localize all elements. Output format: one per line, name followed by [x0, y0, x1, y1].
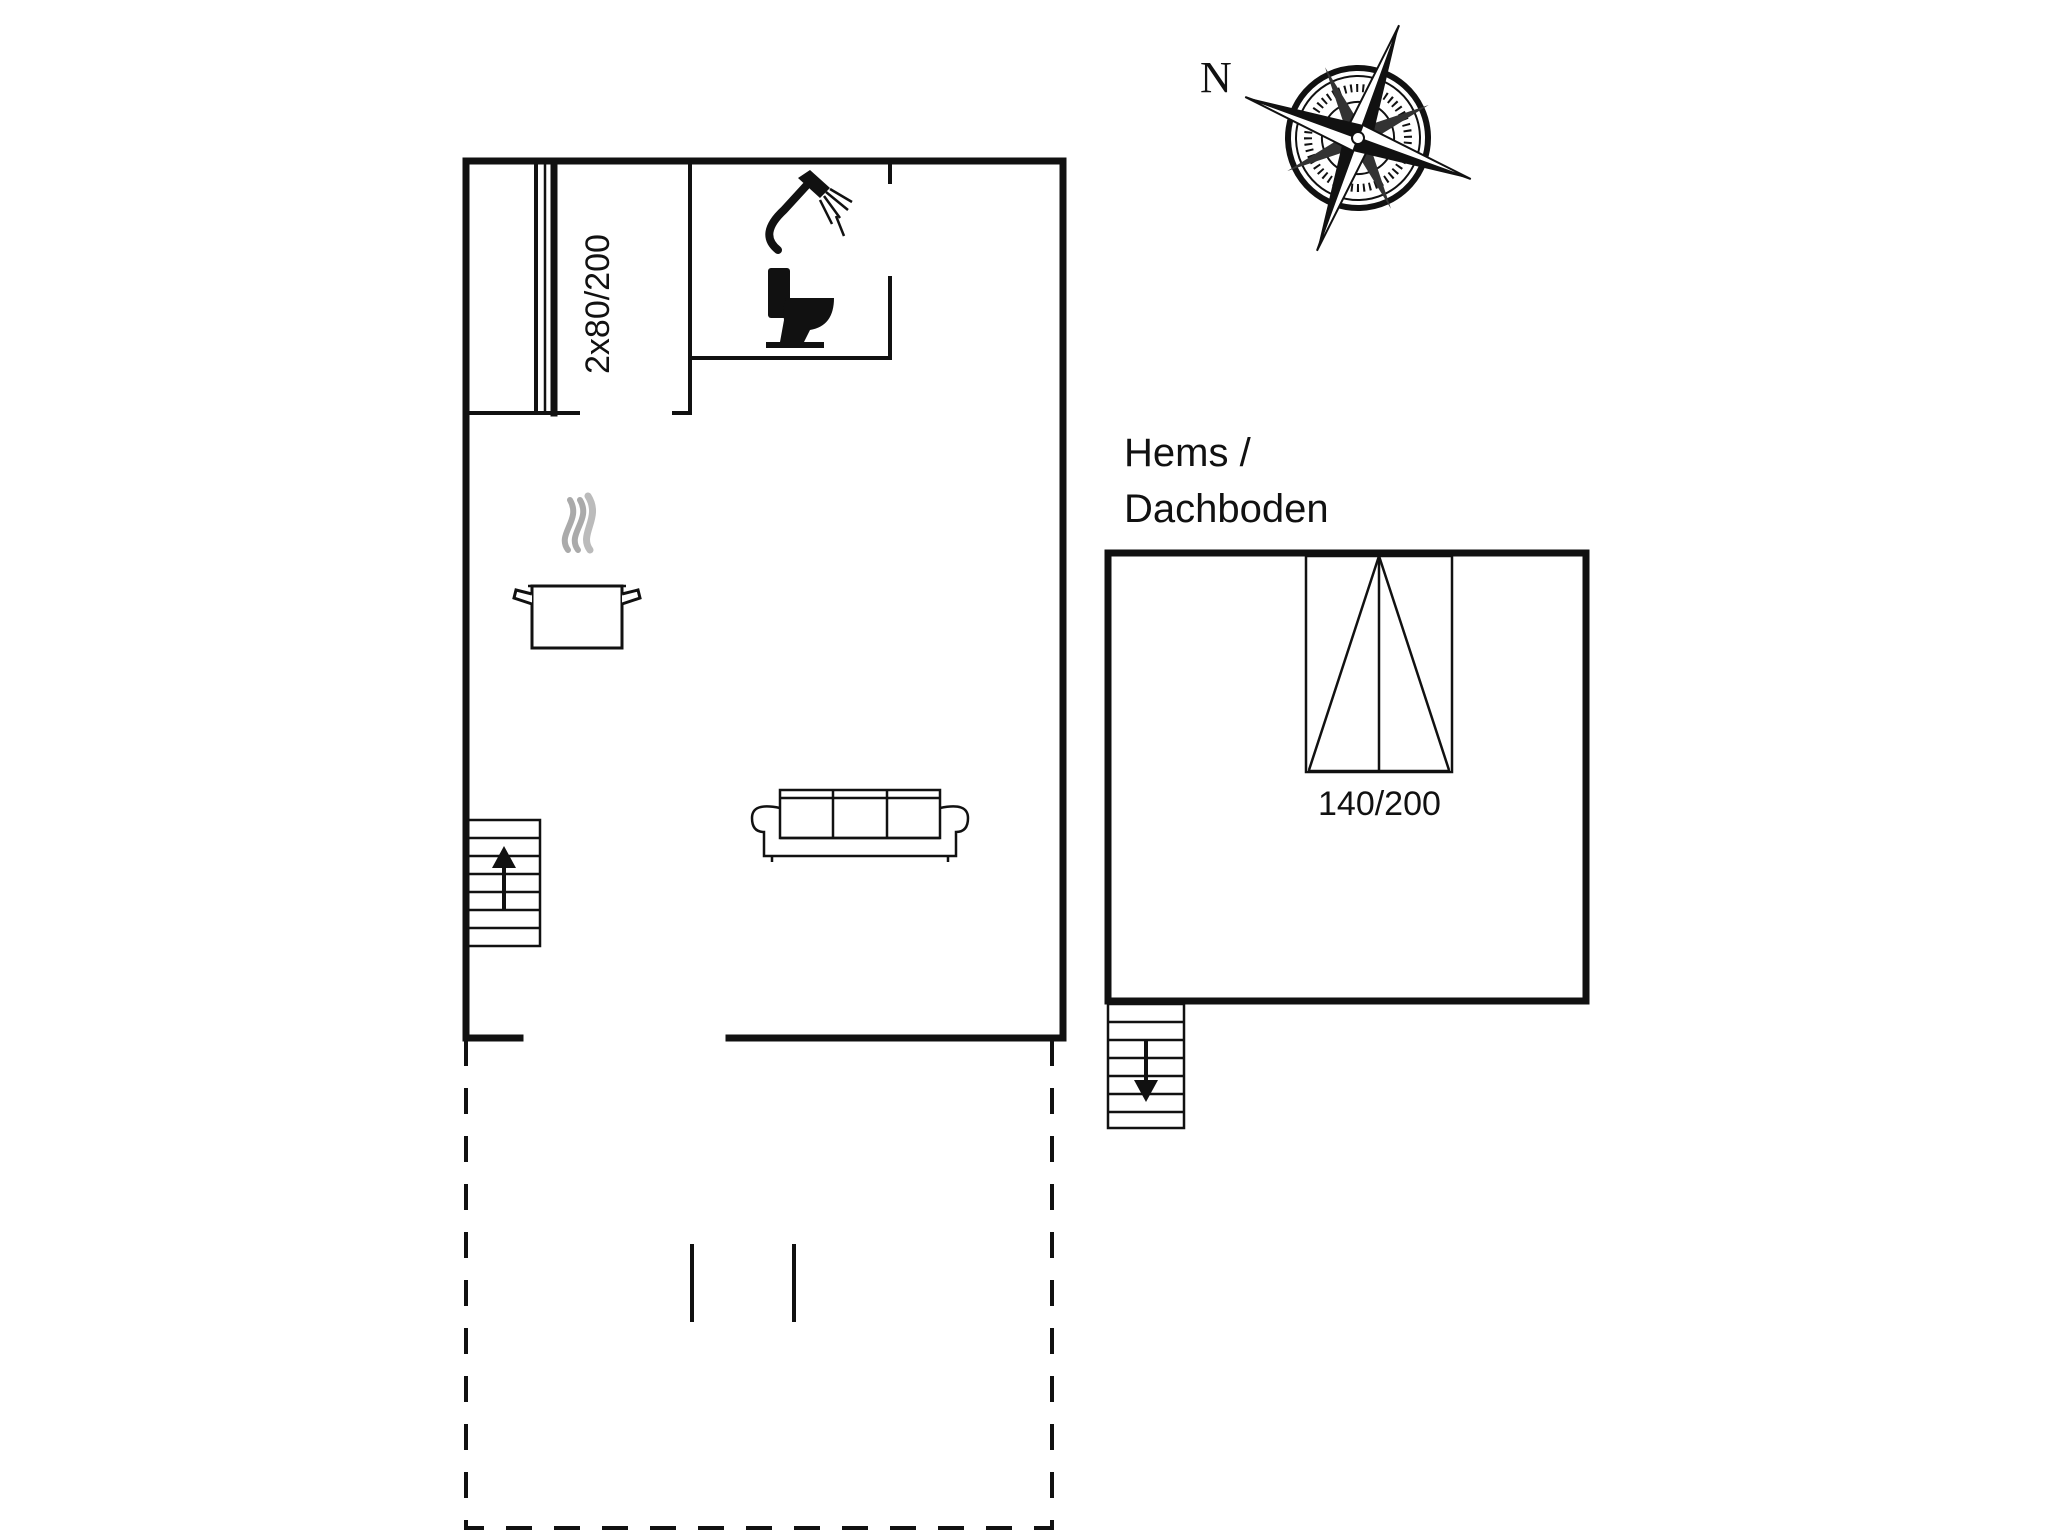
compass-rose-icon [1244, 24, 1472, 252]
ground-floor: 2x80/200 [462, 157, 1067, 1042]
sofa-icon [750, 788, 970, 862]
ground-bed-label: 2x80/200 [579, 234, 617, 374]
loft-bed-label: 140/200 [1318, 785, 1441, 823]
loft: Hems / Dachboden 140/200 [1104, 431, 1590, 1130]
stairs-up-icon [466, 818, 542, 948]
bathroom [690, 163, 892, 360]
outer-wall [462, 157, 1067, 1042]
north-label: N [1200, 53, 1232, 102]
shower-icon [765, 170, 853, 254]
compass: N [1200, 24, 1472, 252]
toilet-icon [766, 268, 834, 348]
wardrobe [466, 159, 580, 417]
cooking-pot-icon [512, 492, 642, 650]
double-bed-icon [1304, 554, 1454, 774]
loft-wall [1104, 549, 1590, 1005]
terrace-outline [464, 1040, 1054, 1530]
stairs-down-icon [1106, 1002, 1186, 1130]
loft-title-line2: Dachboden [1124, 487, 1329, 531]
loft-title-line1: Hems / [1124, 431, 1252, 475]
